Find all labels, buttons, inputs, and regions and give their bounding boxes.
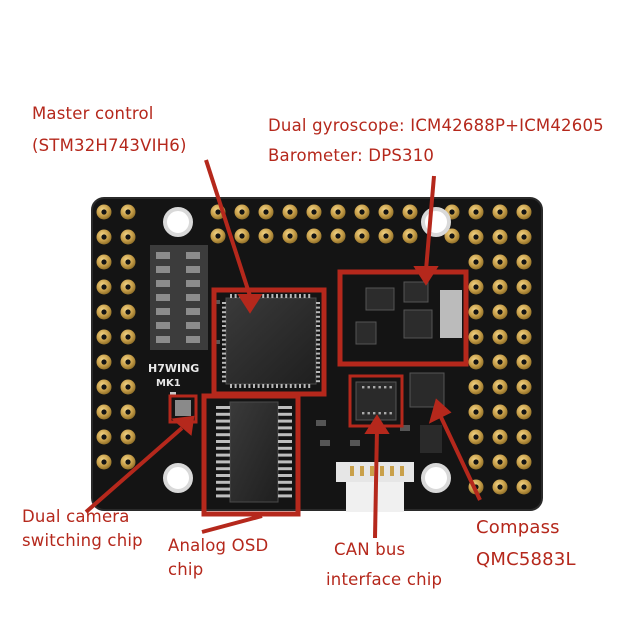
dual-camera-line2: switching chip bbox=[22, 531, 143, 550]
can-bus-line1: CAN bus bbox=[334, 540, 406, 559]
gyro-label: Dual gyroscope: ICM42688P+ICM42605 Barom… bbox=[268, 114, 604, 168]
master-control-part: (STM32H743VIH6) bbox=[32, 136, 187, 155]
dual-camera-label: Dual camera switching chip bbox=[22, 505, 143, 553]
can-bus-label: CAN bus interface chip bbox=[326, 538, 442, 592]
dual-camera-line1: Dual camera bbox=[22, 507, 130, 526]
analog-osd-label: Analog OSD chip bbox=[168, 534, 268, 582]
gyro-box bbox=[337, 269, 469, 367]
analog-osd-line1: Analog OSD bbox=[168, 536, 269, 555]
analog-osd-chip bbox=[229, 401, 279, 503]
analog-osd-line2: chip bbox=[168, 560, 204, 579]
compass-line1: Compass bbox=[476, 517, 560, 538]
osd-box bbox=[201, 393, 301, 517]
compass-line2: QMC5883L bbox=[476, 549, 576, 570]
pin-header bbox=[150, 245, 208, 350]
leader-lines bbox=[84, 159, 482, 539]
silkscreen-name: H7WING bbox=[148, 362, 199, 375]
can-bus-line2: interface chip bbox=[326, 570, 443, 589]
compass-label: Compass QMC5883L bbox=[476, 514, 576, 574]
barometer-title: Barometer: DPS310 bbox=[268, 146, 435, 165]
master-control-title: Master control bbox=[32, 104, 154, 123]
silkscreen-rev: MK1 bbox=[156, 378, 181, 389]
gold-pad-holes bbox=[96, 204, 532, 495]
gyro-title: Dual gyroscope: ICM42688P+ICM42605 bbox=[268, 116, 604, 135]
gyro-barometer-chips bbox=[355, 281, 433, 345]
master-control-chip bbox=[225, 297, 317, 385]
master-control-label: Master control (STM32H743VIH6) bbox=[32, 102, 187, 158]
